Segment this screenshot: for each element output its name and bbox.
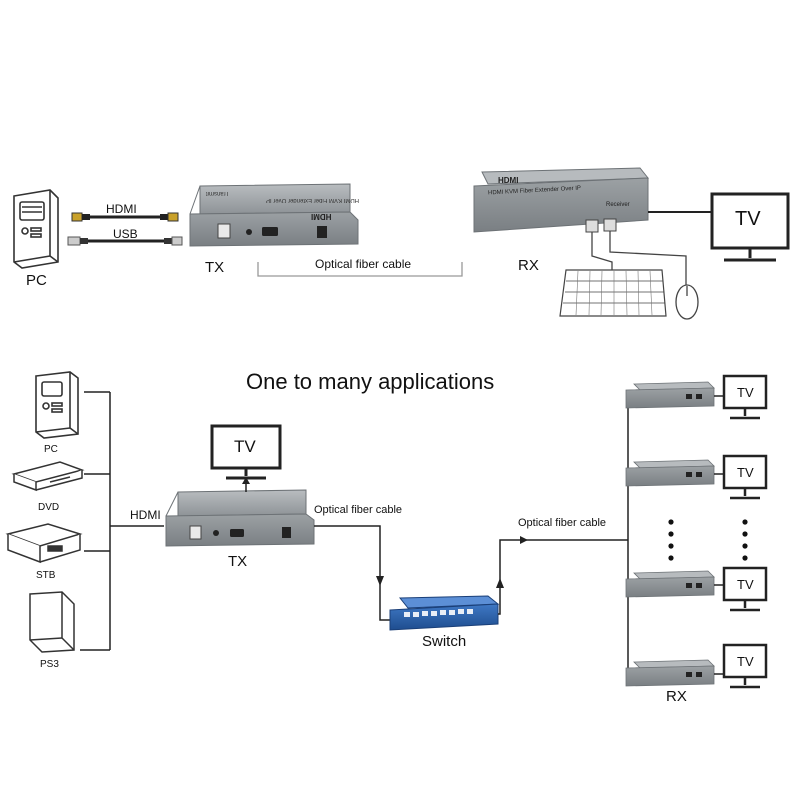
rx-device-top <box>473 167 650 233</box>
tv-label-top: TV <box>735 208 761 230</box>
rx-tv-icon-1 <box>722 374 768 420</box>
fiber-label-left: Optical fiber cable <box>314 504 403 516</box>
rx-device-4 <box>625 659 715 687</box>
source-label-ps3: PS3 <box>40 659 59 670</box>
rx-device-top-sub: Receiver <box>606 202 630 208</box>
rx-tv-icon-3 <box>722 566 768 612</box>
stb-icon <box>5 523 83 564</box>
hdmi-cable-icon <box>71 212 179 222</box>
source-label-pc: PC <box>44 444 58 455</box>
tx-device-top <box>189 183 359 247</box>
rx-tv-icon-2 <box>722 454 768 500</box>
rx-device-top-logo: HDMI <box>498 176 519 185</box>
dvd-player-icon <box>11 461 85 492</box>
hdmi-cable-label: HDMI <box>106 202 137 216</box>
tx-label-top: TX <box>205 259 225 276</box>
rx-tv-icon-4 <box>722 643 768 689</box>
pc-tower-icon-bottom <box>35 371 79 439</box>
fiber-label-top: Optical fiber cable <box>315 257 412 271</box>
usb-cable-icon <box>67 236 183 246</box>
ellipsis-dots <box>668 519 748 561</box>
pc-label: PC <box>26 272 47 289</box>
usb-cable-label: USB <box>113 227 138 241</box>
tx-device-bottom <box>165 489 315 547</box>
rx-tv-label-4: TV <box>737 654 754 669</box>
tx-switch-line <box>314 525 392 621</box>
rx-device-2 <box>625 459 715 487</box>
fiber-label-right: Optical fiber cable <box>518 517 607 529</box>
rx-tv-links <box>714 395 724 675</box>
switch-rx-line <box>498 539 628 615</box>
ps3-console-icon <box>29 591 75 653</box>
rx-label-top: RX <box>518 257 539 274</box>
tx-device-top-text: HDMI KVM Fiber Extender Over IP <box>266 197 360 203</box>
network-switch-icon <box>389 595 500 631</box>
rx-mouse-cable <box>609 231 687 285</box>
mouse-icon <box>675 284 699 320</box>
tx-label-bottom: TX <box>228 553 248 570</box>
tx-device-top-sub: Transmit <box>206 190 230 196</box>
pc-tower-icon <box>13 189 59 269</box>
hdmi-label-bottom: HDMI <box>130 508 161 522</box>
rx-keyboard-cable <box>591 232 613 270</box>
switch-label: Switch <box>422 633 467 650</box>
source-label-dvd: DVD <box>38 502 60 513</box>
tv-icon-top <box>710 192 790 262</box>
keyboard-icon <box>559 269 667 317</box>
rx-device-3 <box>625 570 715 598</box>
source-label-stb: STB <box>36 570 56 581</box>
fiber-bracket <box>257 262 463 277</box>
source-bus-lines <box>80 391 164 651</box>
rx-tv-label-3: TV <box>737 577 754 592</box>
rx-tv-label-1: TV <box>737 385 754 400</box>
rx-bus-lines <box>627 395 638 678</box>
tv-label-middle: TV <box>234 437 256 456</box>
tx-device-top-logo: HDMI <box>311 212 332 221</box>
diagram-title: One to many applications <box>246 369 495 394</box>
tv-icon-middle <box>210 424 282 480</box>
rx-tv-label-2: TV <box>737 465 754 480</box>
rx-device-1 <box>625 381 715 409</box>
rx-label-bottom: RX <box>666 688 687 705</box>
